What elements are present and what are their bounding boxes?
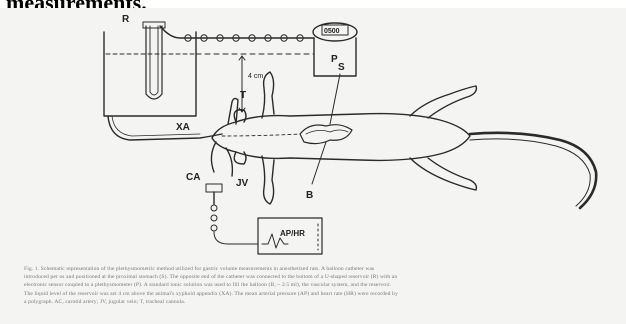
- monitor-cable: [211, 205, 258, 244]
- sensor-tube: [160, 26, 314, 41]
- vascular-lines: [206, 142, 232, 204]
- label-height: 4 cm: [248, 73, 263, 80]
- balloon-pointer: [312, 142, 326, 184]
- label-stomach: S: [338, 62, 345, 73]
- plethysmometer-diagram: R 0500 P 4 cm S T XA CA JV B AP/HR: [0, 8, 626, 264]
- label-reservoir: R: [122, 14, 130, 25]
- label-pump: P: [331, 54, 338, 65]
- caption-line: electronic sensor coupled to a plethysmo…: [24, 281, 608, 289]
- caption-line: a polygraph. AC, carotid artery; JV, jug…: [24, 298, 608, 306]
- catheter-tube: [108, 116, 222, 140]
- label-thermometer: T: [240, 90, 246, 101]
- stomach: [300, 125, 352, 144]
- caption-line: The liquid level of the reservoir was se…: [24, 290, 608, 298]
- rat-body: [212, 72, 596, 208]
- caption-line: introduced per os and positioned at the …: [24, 273, 608, 281]
- stomach-pointer: [330, 74, 340, 124]
- label-jv: JV: [236, 178, 249, 189]
- caption-line: Fig. 1. Schematic representation of the …: [24, 265, 608, 273]
- label-balloon: B: [306, 190, 313, 201]
- figure-caption: Fig. 1. Schematic representation of the …: [24, 265, 608, 306]
- height-marker: [239, 56, 245, 112]
- label-pump-display: 0500: [324, 28, 340, 35]
- reservoir-tank: [104, 22, 196, 116]
- label-xa: XA: [176, 122, 190, 133]
- label-monitor: AP/HR: [280, 229, 305, 238]
- label-ca: CA: [186, 172, 200, 183]
